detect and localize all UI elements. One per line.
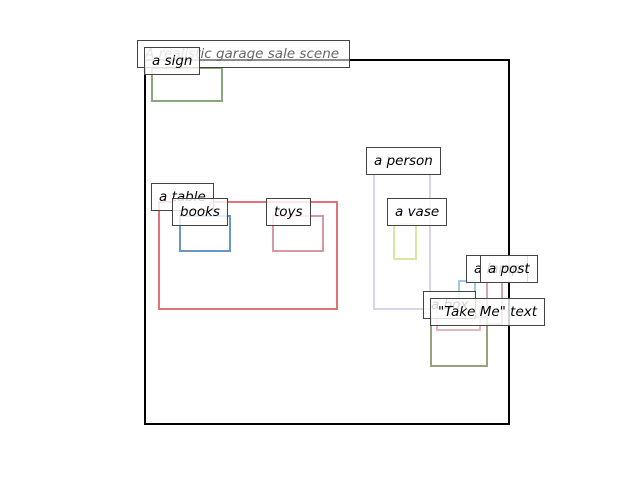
table-box (158, 201, 338, 310)
vase-box (393, 223, 417, 260)
person-label: a person (366, 147, 441, 175)
sign-label: a sign (144, 47, 201, 75)
toys-label: toys (266, 198, 311, 226)
post-label: a post (480, 255, 538, 283)
vase-label: a vase (387, 198, 448, 226)
text-label: "Take Me" text (430, 298, 546, 326)
books-label: books (172, 198, 228, 226)
